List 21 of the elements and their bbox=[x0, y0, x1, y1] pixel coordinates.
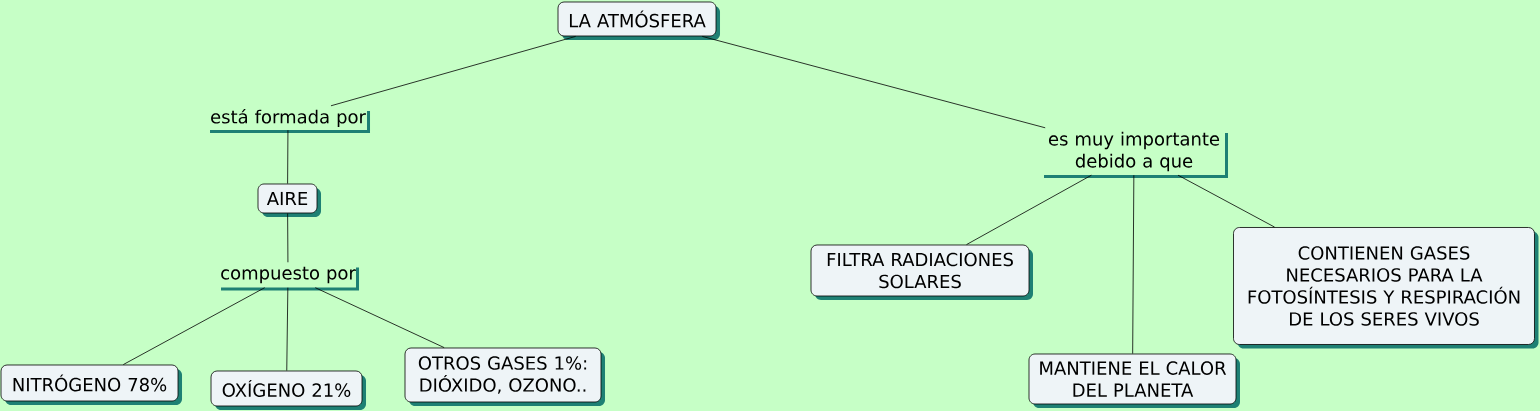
connector-line bbox=[1177, 174, 1275, 228]
concept-box: OTROS GASES 1%: DIÓXIDO, OZONO.. bbox=[404, 347, 605, 406]
connector-line bbox=[966, 174, 1092, 245]
linking-phrase: compuesto por bbox=[221, 266, 359, 291]
connector-line bbox=[287, 129, 289, 184]
connector-line bbox=[286, 287, 289, 371]
concept-box: CONTIENEN GASES NECESARIOS PARA LA FOTOSÍNTESIS Y RESPIRACIÓN DE LOS SERES VIVOS bbox=[1233, 227, 1539, 349]
connector-line bbox=[314, 287, 445, 348]
linking-phrase: está formada por bbox=[210, 108, 370, 133]
connector-line bbox=[330, 36, 577, 107]
connector-line bbox=[1132, 174, 1135, 354]
concept-box: MANTIENE EL CALOR DEL PLANETA bbox=[1028, 353, 1240, 408]
connector-line bbox=[122, 287, 266, 365]
connector-line bbox=[701, 36, 1046, 129]
concept-box: LA ATMÓSFERA bbox=[557, 1, 720, 40]
linking-phrase: es muy importante debido a que bbox=[1044, 131, 1228, 178]
concept-box: FILTRA RADIACIONES SOLARES bbox=[810, 244, 1033, 300]
connector-line bbox=[287, 213, 289, 263]
concept-box: NITRÓGENO 78% bbox=[0, 364, 182, 405]
concept-box: OXÍGENO 21% bbox=[210, 370, 366, 410]
concept-box: AIRE bbox=[257, 183, 321, 217]
